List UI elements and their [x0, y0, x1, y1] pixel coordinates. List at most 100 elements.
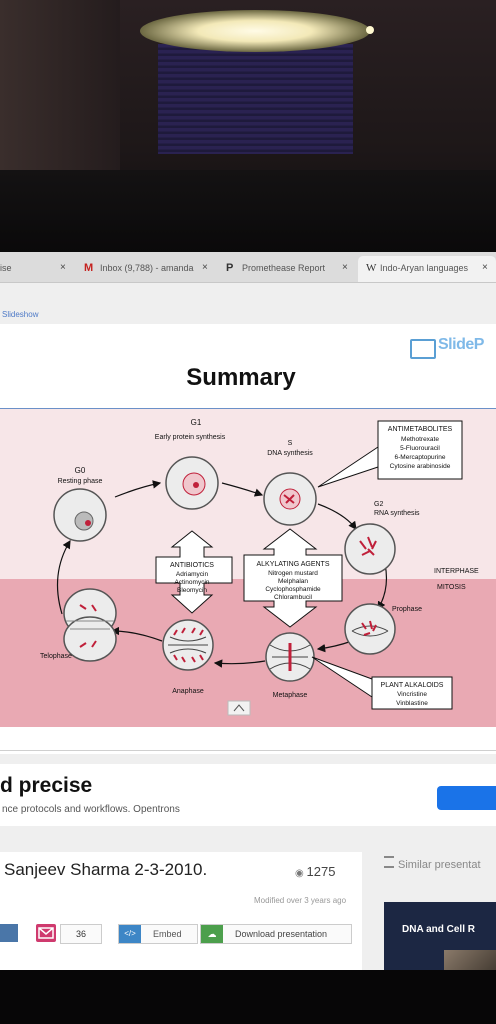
embed-button[interactable]: </> Embed [118, 924, 198, 944]
prophase-label: Prophase [392, 606, 422, 613]
code-icon: </> [119, 925, 141, 943]
modified-date: Modified over 3 years ago [254, 896, 347, 905]
view-count: ◉ 1275 [295, 864, 335, 879]
monitor-screen: ise × M Inbox (9,788) - amanda × P Prome… [0, 252, 496, 972]
g2-description: RNA synthesis [374, 510, 420, 517]
drug-name: Bleomycin [177, 587, 207, 594]
close-icon[interactable]: × [60, 262, 66, 273]
vk-share-button[interactable] [0, 924, 18, 942]
arrow-metaphase-anaphase [213, 659, 266, 668]
interphase-label: INTERPHASE [434, 568, 479, 575]
g1-cell [165, 456, 219, 510]
tab-1[interactable]: ise × [0, 256, 72, 282]
drug-name: Vincristine [397, 691, 427, 698]
similar-presentations-heading: Similar presentat [384, 856, 481, 871]
antimetabolites-box: ANTIMETABOLITES Methotrexate 5-Fluoroura… [317, 420, 463, 488]
close-icon[interactable]: × [202, 262, 208, 273]
telophase-label: Telophase [40, 653, 72, 660]
g2-label: G2 [374, 501, 383, 508]
author-date: Sanjeev Sharma 2-3-2010. [4, 860, 208, 879]
drug-name: Nitrogen mustard [268, 570, 318, 577]
drug-name: Actinomycin [174, 579, 209, 586]
divider [0, 750, 496, 751]
drug-name: Cyclophosphamide [265, 586, 321, 593]
list-icon [384, 856, 394, 868]
metaphase-cell [265, 632, 315, 682]
tab-4-label: Indo-Aryan languages [380, 263, 469, 273]
tab-3-label: Promethease Report [242, 263, 326, 273]
g0-cell [53, 488, 107, 542]
g1-label: G1 [191, 418, 202, 427]
close-icon[interactable]: × [482, 262, 488, 273]
alkylating-agents-box: ALKYLATING AGENTS Nitrogen mustard Melph… [243, 528, 343, 628]
alkaloids-title: PLANT ALKALOIDS [381, 682, 444, 689]
slideplayer-logo[interactable]: SlideP [410, 336, 496, 359]
slideshow-icon [410, 339, 436, 359]
antibiotics-box: ANTIBIOTICS Adriamycin Actinomycin Bleom… [155, 530, 233, 614]
antibiotics-title: ANTIBIOTICS [170, 562, 214, 569]
light-reflection [366, 26, 374, 34]
monitor-bottom-bezel [0, 970, 496, 1024]
promethease-icon: P [226, 262, 234, 274]
tab-indo-aryan[interactable]: W Indo-Aryan languages × [358, 256, 496, 282]
antimetabolites-title: ANTIMETABOLITES [388, 426, 453, 433]
mitosis-label: MITOSIS [437, 584, 466, 591]
slideshow-link[interactable]: Slideshow [2, 310, 39, 319]
download-label: Download presentation [235, 929, 328, 939]
arrow-telophase-g0 [56, 539, 71, 615]
s-label: S [288, 440, 293, 447]
arrow-g0-g1 [114, 480, 162, 498]
slide-title: Summary [186, 364, 296, 391]
anaphase-label: Anaphase [172, 688, 204, 695]
tab-gmail-inbox[interactable]: M Inbox (9,788) - amanda × [76, 256, 216, 282]
ad-button[interactable] [437, 786, 496, 810]
ad-subtitle: nce protocols and workflows. Opentrons [2, 804, 180, 815]
arrow-g1-s [221, 482, 264, 497]
eye-icon: ◉ [295, 868, 307, 879]
logo-text: SlideP [438, 336, 484, 353]
chevron-up-icon [233, 704, 245, 712]
drug-name: Methotrexate [401, 436, 439, 443]
drug-name: 6-Mercaptopurine [395, 454, 446, 461]
cloud-download-icon: ☁ [201, 925, 223, 943]
s-cell [263, 472, 317, 526]
monitor-bezel [0, 170, 496, 255]
g0-description: Resting phase [58, 478, 103, 485]
embed-label: Embed [153, 929, 182, 939]
drug-name: Vinblastine [396, 700, 428, 707]
tab-promethease[interactable]: P Promethease Report × [222, 256, 350, 282]
s-description: DNA synthesis [267, 450, 313, 457]
drug-name: Melphalan [278, 578, 308, 585]
close-icon[interactable]: × [342, 262, 348, 273]
metaphase-label: Metaphase [273, 692, 308, 699]
g1-description: Early protein synthesis [155, 434, 226, 441]
alkylating-title: ALKYLATING AGENTS [256, 561, 329, 568]
presentation-info-card: Sanjeev Sharma 2-3-2010. ◉ 1275 Modified… [0, 852, 362, 972]
views-value: 1275 [306, 864, 336, 879]
arrow-s-g2 [317, 503, 357, 530]
similar-card-thumbnail [444, 950, 496, 972]
download-presentation-button[interactable]: ☁ Download presentation [200, 924, 352, 944]
share-count: 36 [60, 924, 102, 944]
browser-tab-bar: ise × M Inbox (9,788) - amanda × P Prome… [0, 252, 496, 283]
telophase-cell [63, 588, 117, 662]
gmail-icon: M [84, 262, 94, 274]
prophase-cell [344, 603, 396, 655]
similar-presentation-card[interactable]: DNA and Cell R [384, 902, 496, 972]
tab-1-label: ise [0, 263, 12, 273]
window-blinds [158, 44, 353, 154]
tab-2-label: Inbox (9,788) - amanda [100, 263, 194, 273]
wikipedia-icon: W [366, 262, 377, 274]
scroll-up-button[interactable] [227, 700, 251, 716]
g2-cell [344, 523, 396, 575]
arrow-anaphase-telophase [110, 626, 163, 642]
anaphase-cell [162, 619, 214, 671]
email-share-button[interactable] [36, 924, 56, 942]
similar-card-title: DNA and Cell R [402, 924, 475, 935]
ceiling-light [140, 10, 370, 52]
envelope-icon [38, 927, 54, 939]
plant-alkaloids-box: PLANT ALKALOIDS Vincristine Vinblastine [311, 656, 453, 710]
advertisement[interactable]: d precise nce protocols and workflows. O… [0, 764, 496, 826]
drug-name: Adriamycin [176, 571, 209, 578]
g0-label: G0 [75, 466, 86, 475]
